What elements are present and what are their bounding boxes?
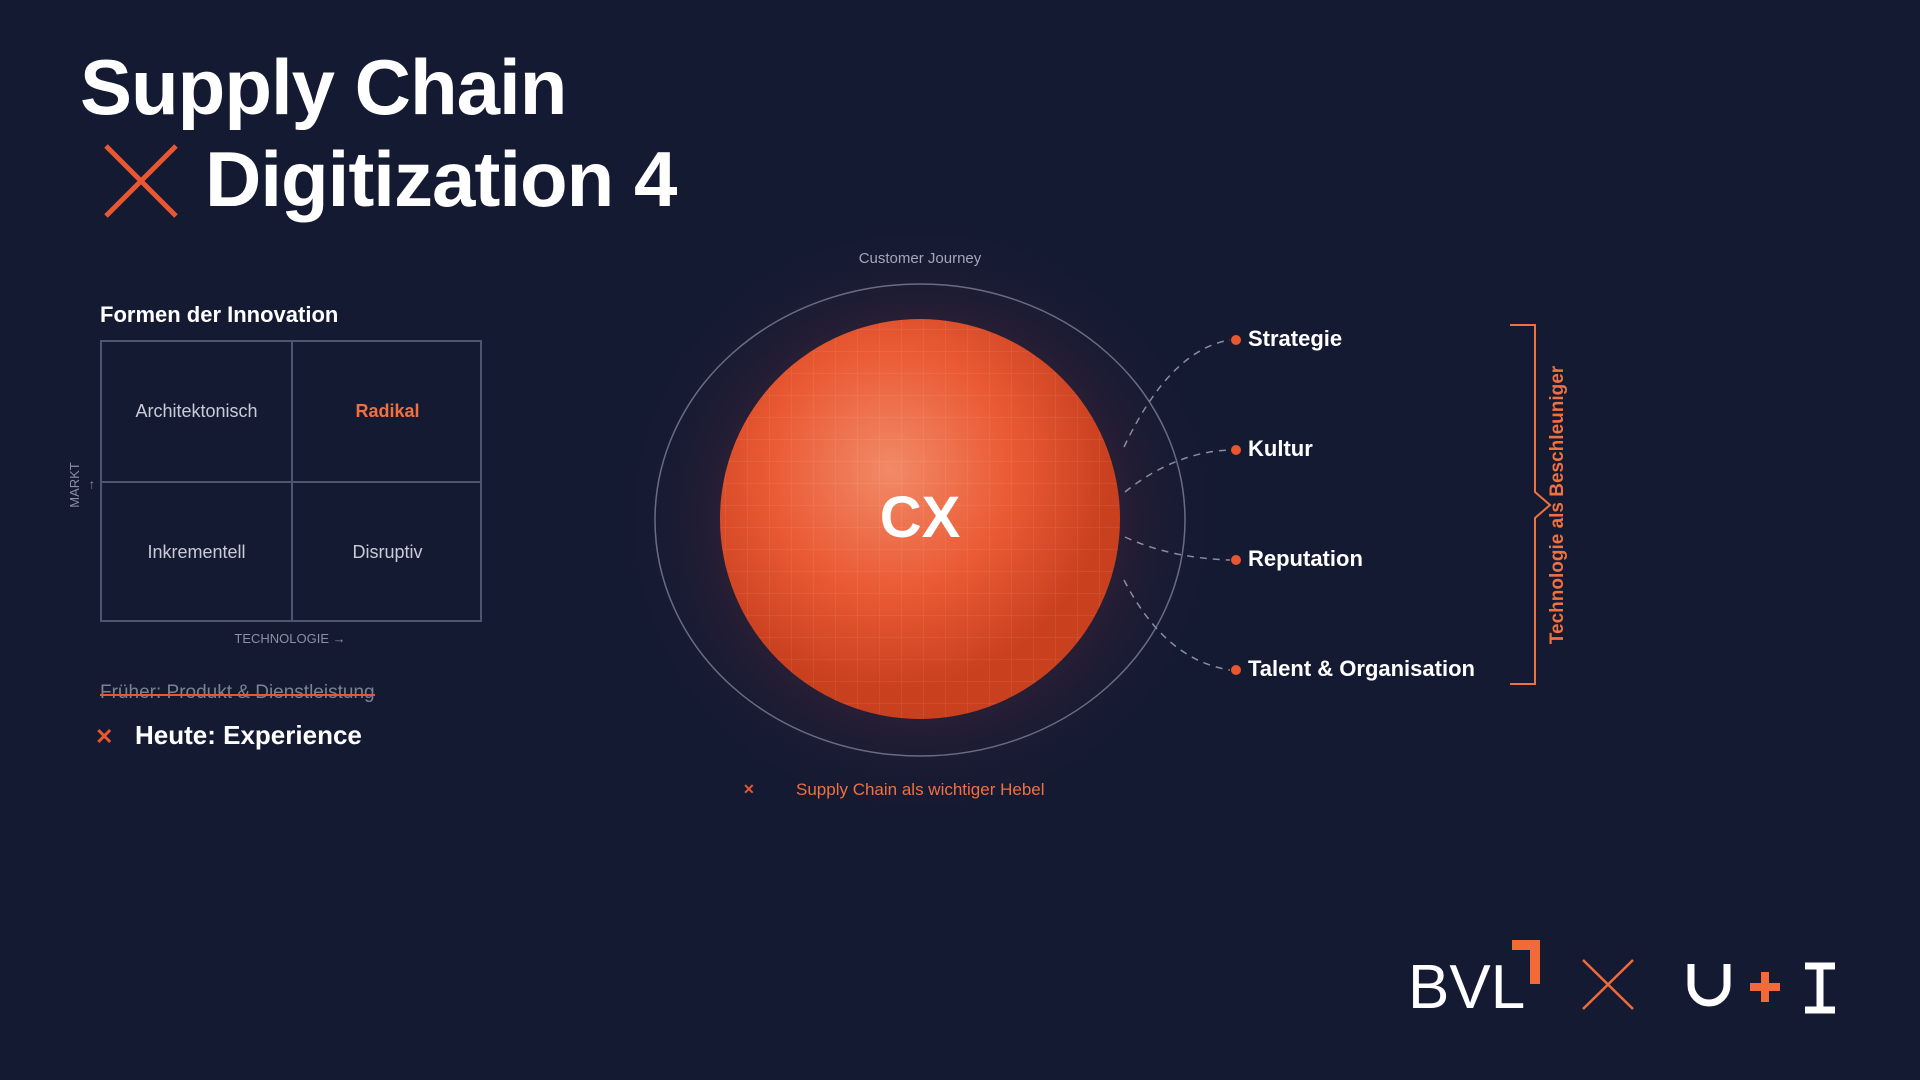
x-bullet-icon: ✕ — [743, 781, 755, 797]
x-axis-label: TECHNOLOGIE → — [234, 631, 346, 646]
customer-journey-ring — [654, 283, 1186, 757]
factor-reputation: Reputation — [1248, 546, 1363, 571]
dot-icon — [1231, 445, 1241, 455]
cx-label: CX — [879, 485, 961, 550]
sphere-grid — [720, 319, 1120, 719]
dot-icon — [1231, 335, 1241, 345]
ring-label: Customer Journey — [858, 250, 982, 267]
bvl-corner-icon — [1512, 940, 1540, 984]
innovation-heading: Formen der Innovation — [100, 302, 339, 327]
cell-radikal: Radikal — [355, 401, 420, 421]
x-bullet-icon: ✕ — [95, 724, 114, 749]
connector-reputation — [1124, 536, 1231, 561]
dot-icon — [1231, 665, 1241, 675]
bracket — [1510, 324, 1552, 685]
ui-logo-plus — [1750, 972, 1780, 1002]
cell-inkrementell: Inkrementell — [147, 542, 246, 562]
before-text: Früher: Produkt & Dienstleistung — [100, 682, 375, 703]
bvl-logo: BVL — [1408, 953, 1525, 1020]
partner-logos: BVL — [1408, 940, 1835, 1020]
innovation-matrix: Architektonisch Radikal Inkrementell Dis… — [100, 340, 482, 622]
title-line-2: Digitization 4 — [205, 135, 677, 223]
title-line-1: Supply Chain — [80, 43, 567, 131]
x-cross-icon — [104, 144, 178, 218]
cell-architektonisch: Architektonisch — [135, 401, 258, 421]
connector-talent — [1123, 579, 1231, 671]
connector-kultur — [1124, 449, 1231, 493]
dot-icon — [1231, 555, 1241, 565]
ui-logo-i — [1805, 962, 1835, 1014]
factor-strategie: Strategie — [1248, 326, 1343, 351]
today-text: Heute: Experience — [135, 720, 362, 750]
footnote: Supply Chain als wichtiger Hebel — [796, 780, 1045, 799]
ui-logo-u — [1687, 964, 1731, 1007]
factor-talent: Talent & Organisation — [1248, 656, 1475, 681]
cell-disruptiv: Disruptiv — [352, 542, 423, 562]
bracket-label: Technologie als Beschleuniger — [1547, 365, 1568, 645]
factor-kultur: Kultur — [1248, 436, 1313, 461]
